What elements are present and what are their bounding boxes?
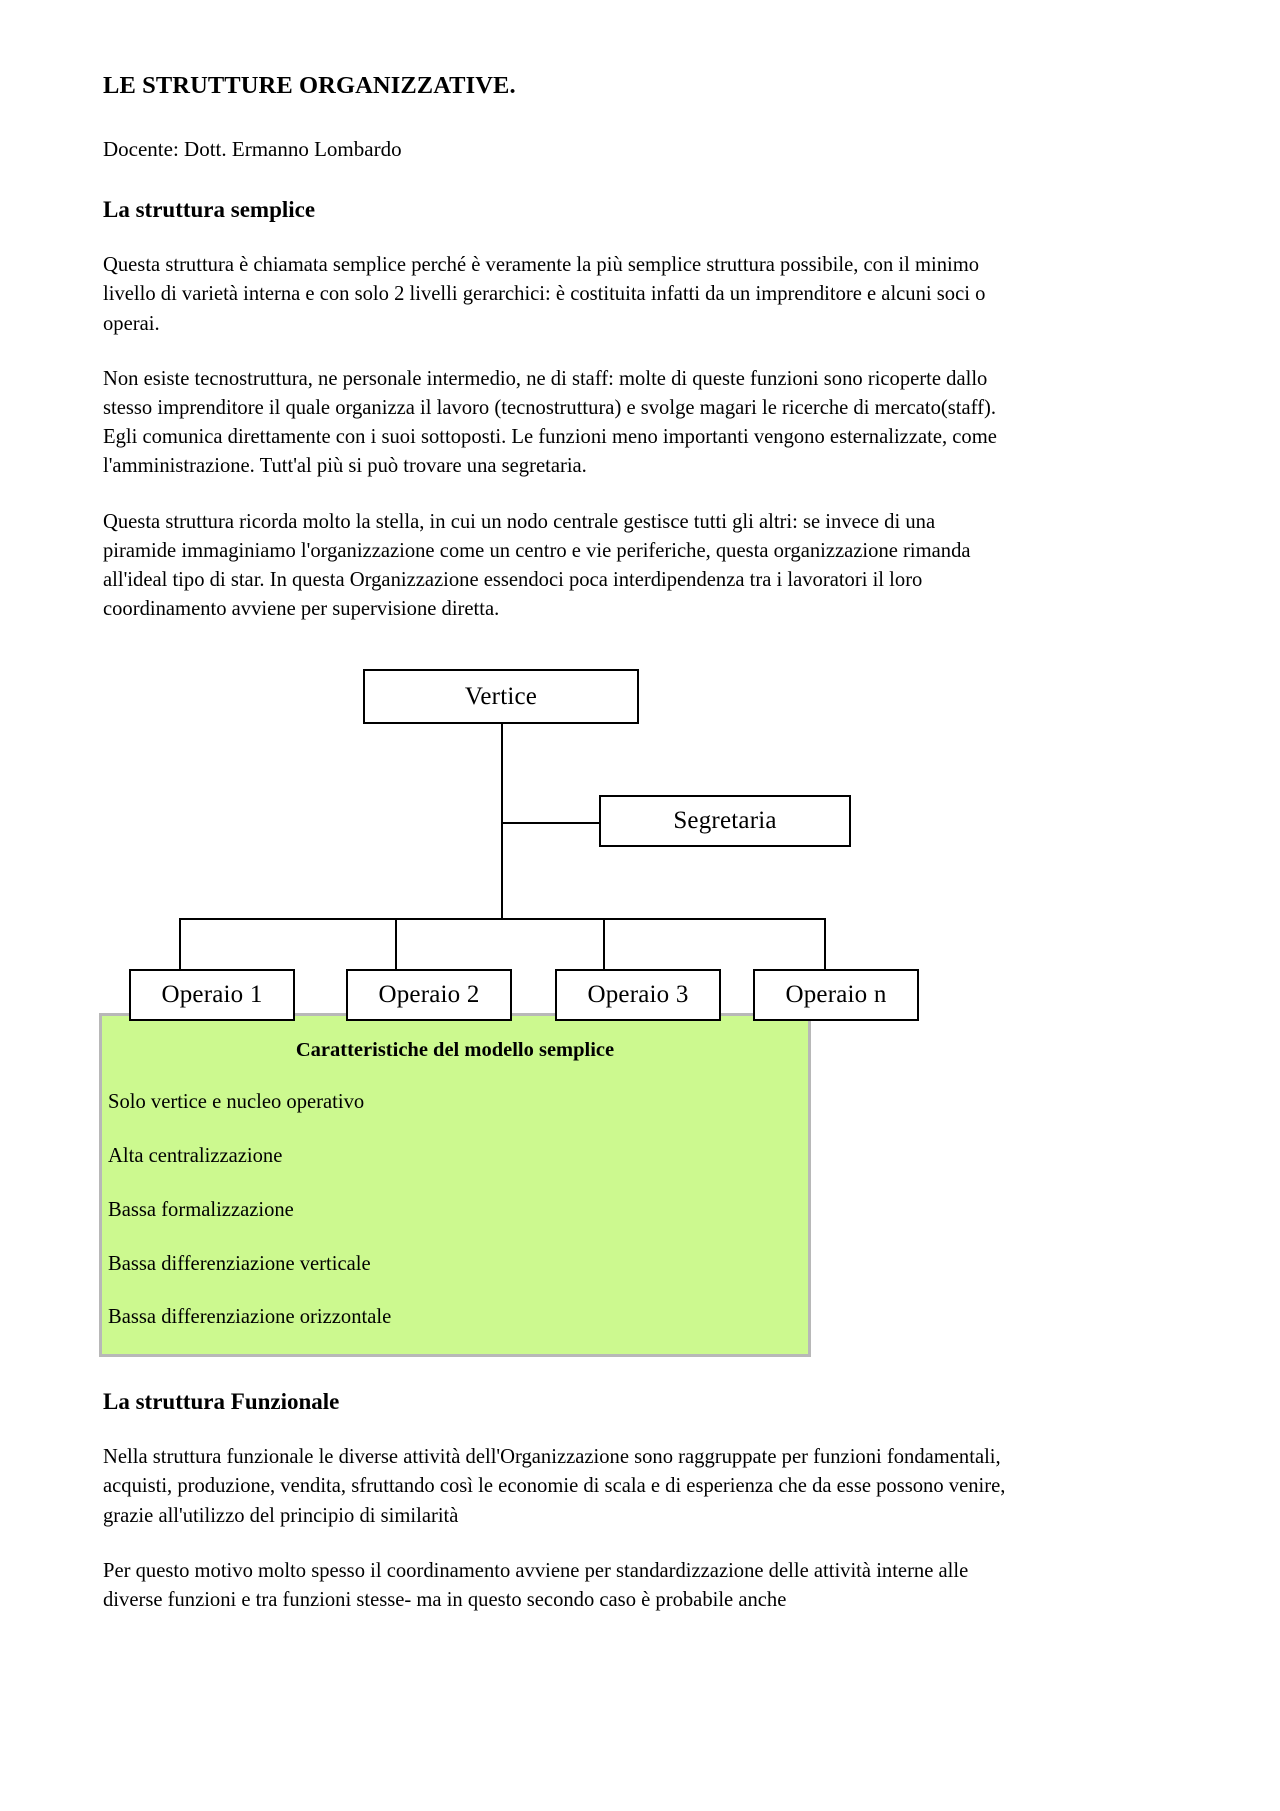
paragraph-semplice-3: Questa struttura ricorda molto la stella… — [103, 510, 971, 621]
section-heading-struttura-semplice: La struttura semplice — [103, 197, 316, 223]
byline: Docente: Dott. Ermanno Lombardo — [103, 136, 402, 161]
feature-box-caratteristiche: Caratteristiche del modello semplice Sol… — [99, 1012, 811, 1358]
org-node-operaio-n-label: Operaio n — [785, 981, 887, 1009]
paragraph-semplice-2: Non esiste tecnostruttura, ne personale … — [103, 367, 997, 478]
feature-box-title: Caratteristiche del modello semplice — [295, 1038, 615, 1061]
feature-box-item-4: Bassa differenziazione verticale — [108, 1252, 371, 1275]
connector-staff-horizontal — [501, 821, 601, 824]
org-node-operaio-1-label: Operaio 1 — [161, 981, 263, 1009]
org-node-vertice: Vertice — [363, 668, 639, 724]
feature-box-item-5: Bassa differenziazione orizzontale — [108, 1306, 392, 1329]
connector-drop-3 — [603, 917, 605, 970]
connector-trunk-vertical — [501, 722, 503, 919]
connector-bus-horizontal — [179, 917, 825, 920]
connector-drop-2 — [395, 917, 397, 970]
connector-drop-1 — [179, 917, 181, 970]
org-chart-simple-structure: Vertice Segretaria Operaio 1 Operaio 2 O… — [103, 661, 1123, 1021]
org-node-operaio-1: Operaio 1 — [129, 968, 295, 1021]
org-node-operaio-2: Operaio 2 — [346, 968, 512, 1021]
page-title: LE STRUTTURE ORGANIZZATIVE. — [103, 72, 516, 99]
section-heading-struttura-funzionale: La struttura Funzionale — [103, 1389, 340, 1415]
org-node-operaio-3: Operaio 3 — [555, 968, 721, 1021]
paragraph-funzionale-1: Nella struttura funzionale le diverse at… — [103, 1446, 1006, 1527]
connector-drop-4 — [824, 917, 826, 970]
feature-box-item-1: Solo vertice e nucleo operativo — [108, 1091, 365, 1114]
org-node-vertice-label: Vertice — [464, 682, 538, 710]
paragraph-funzionale-2: Per questo motivo molto spesso il coordi… — [103, 1559, 969, 1612]
org-node-operaio-2-label: Operaio 2 — [378, 981, 480, 1009]
feature-box-item-3: Bassa formalizzazione — [108, 1198, 294, 1221]
org-node-operaio-n: Operaio n — [753, 968, 919, 1021]
org-node-segretaria-label: Segretaria — [673, 807, 777, 835]
feature-box-item-2: Alta centralizzazione — [108, 1145, 283, 1168]
paragraph-semplice-1: Questa struttura è chiamata semplice per… — [103, 254, 986, 335]
org-node-operaio-3-label: Operaio 3 — [587, 981, 689, 1009]
org-node-segretaria: Segretaria — [599, 794, 851, 847]
